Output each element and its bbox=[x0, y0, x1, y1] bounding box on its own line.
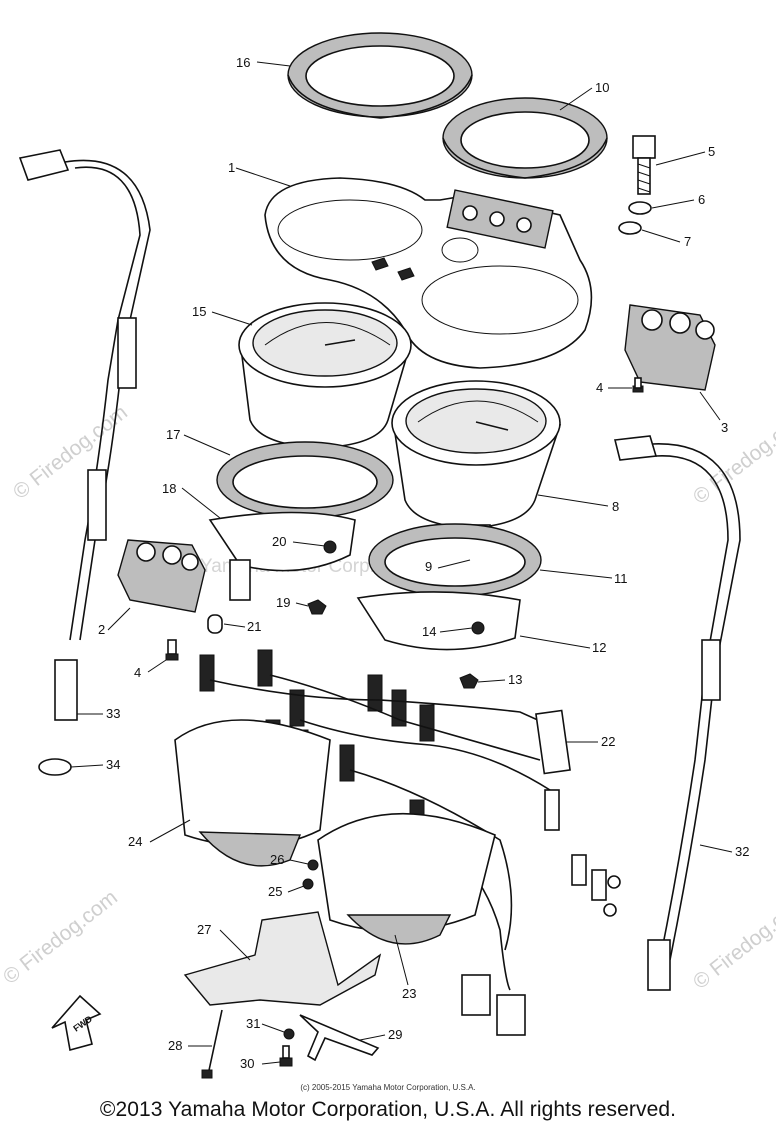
callout-30: 30 bbox=[240, 1056, 254, 1071]
watermark-right: © Firedog.com bbox=[689, 406, 776, 509]
callout-33: 33 bbox=[106, 706, 120, 721]
callout-15: 15 bbox=[192, 304, 206, 319]
callout-28: 28 bbox=[168, 1038, 182, 1053]
speedometer-cable-33 bbox=[18, 149, 151, 721]
callout-13: 13 bbox=[508, 672, 522, 687]
callout-18: 18 bbox=[162, 481, 176, 496]
watermark-lower-right: © Firedog.com bbox=[689, 891, 776, 994]
callout-2: 2 bbox=[98, 622, 105, 637]
callout-22: 22 bbox=[601, 734, 615, 749]
leader-lines bbox=[70, 61, 733, 1065]
callout-6: 6 bbox=[698, 192, 705, 207]
callout-31: 31 bbox=[246, 1016, 260, 1031]
cushion-ring-11 bbox=[368, 523, 542, 597]
callout-7: 7 bbox=[684, 234, 691, 249]
callout-27: 27 bbox=[197, 922, 211, 937]
callout-23: 23 bbox=[402, 986, 416, 1001]
screw-30 bbox=[279, 1045, 293, 1067]
washer-6 bbox=[628, 201, 652, 215]
bezel-ring-10 bbox=[442, 97, 608, 179]
bracket-3 bbox=[624, 304, 716, 391]
callout-10: 10 bbox=[595, 80, 609, 95]
small-copyright: (c) 2005-2015 Yamaha Motor Corporation, … bbox=[300, 1083, 476, 1092]
meter-case-23 bbox=[317, 812, 496, 945]
cover-27 bbox=[183, 911, 382, 1006]
copyright-footer: ©2013 Yamaha Motor Corporation, U.S.A. A… bbox=[99, 1098, 677, 1121]
screw-25 bbox=[302, 878, 314, 890]
callout-26: 26 bbox=[270, 852, 284, 867]
watermark-left: © Firedog.com bbox=[9, 401, 132, 504]
meter-case-24 bbox=[174, 719, 331, 867]
nut-19 bbox=[307, 599, 327, 615]
screw-28 bbox=[201, 1009, 223, 1079]
callout-4-right: 4 bbox=[596, 380, 603, 395]
callout-19: 19 bbox=[276, 595, 290, 610]
bulb-21 bbox=[207, 614, 223, 634]
bolt-5 bbox=[632, 135, 656, 195]
meter-housing-1 bbox=[264, 177, 593, 369]
callout-9: 9 bbox=[425, 559, 432, 574]
screw-4-left bbox=[165, 639, 179, 661]
callout-25: 25 bbox=[268, 884, 282, 899]
connectors bbox=[461, 974, 526, 1036]
cushion-ring-17 bbox=[216, 441, 394, 519]
plate-18 bbox=[208, 511, 356, 601]
callout-14: 14 bbox=[422, 624, 436, 639]
plate-12 bbox=[356, 591, 521, 651]
callout-5: 5 bbox=[708, 144, 715, 159]
screw-4-right bbox=[632, 377, 644, 393]
callout-20: 20 bbox=[272, 534, 286, 549]
callout-3: 3 bbox=[721, 420, 728, 435]
washer-7 bbox=[618, 221, 642, 235]
nut-26 bbox=[307, 859, 319, 871]
callout-17: 17 bbox=[166, 427, 180, 442]
bezel-ring-16 bbox=[287, 32, 473, 119]
nut-31 bbox=[283, 1028, 295, 1040]
callout-8: 8 bbox=[612, 499, 619, 514]
callout-21: 21 bbox=[247, 619, 261, 634]
callout-4-left: 4 bbox=[134, 665, 141, 680]
o-ring-34 bbox=[38, 758, 72, 776]
callout-34: 34 bbox=[106, 757, 120, 772]
callout-16: 16 bbox=[236, 55, 250, 70]
watermark-lower-left: © Firedog.com bbox=[0, 886, 122, 989]
callout-24: 24 bbox=[128, 834, 142, 849]
bracket-2 bbox=[117, 539, 206, 613]
callout-12: 12 bbox=[592, 640, 606, 655]
callout-labels: 16 10 1 5 6 7 15 4 3 17 18 8 20 9 11 19 … bbox=[98, 55, 749, 1071]
tachometer-cable-32 bbox=[614, 435, 741, 991]
bracket-29 bbox=[299, 1014, 380, 1062]
nut-13 bbox=[459, 673, 479, 689]
fwd-arrow: FWD bbox=[51, 994, 102, 1052]
callout-29: 29 bbox=[388, 1027, 402, 1042]
callout-1: 1 bbox=[228, 160, 235, 175]
callout-32: 32 bbox=[735, 844, 749, 859]
callout-11: 11 bbox=[614, 571, 628, 586]
